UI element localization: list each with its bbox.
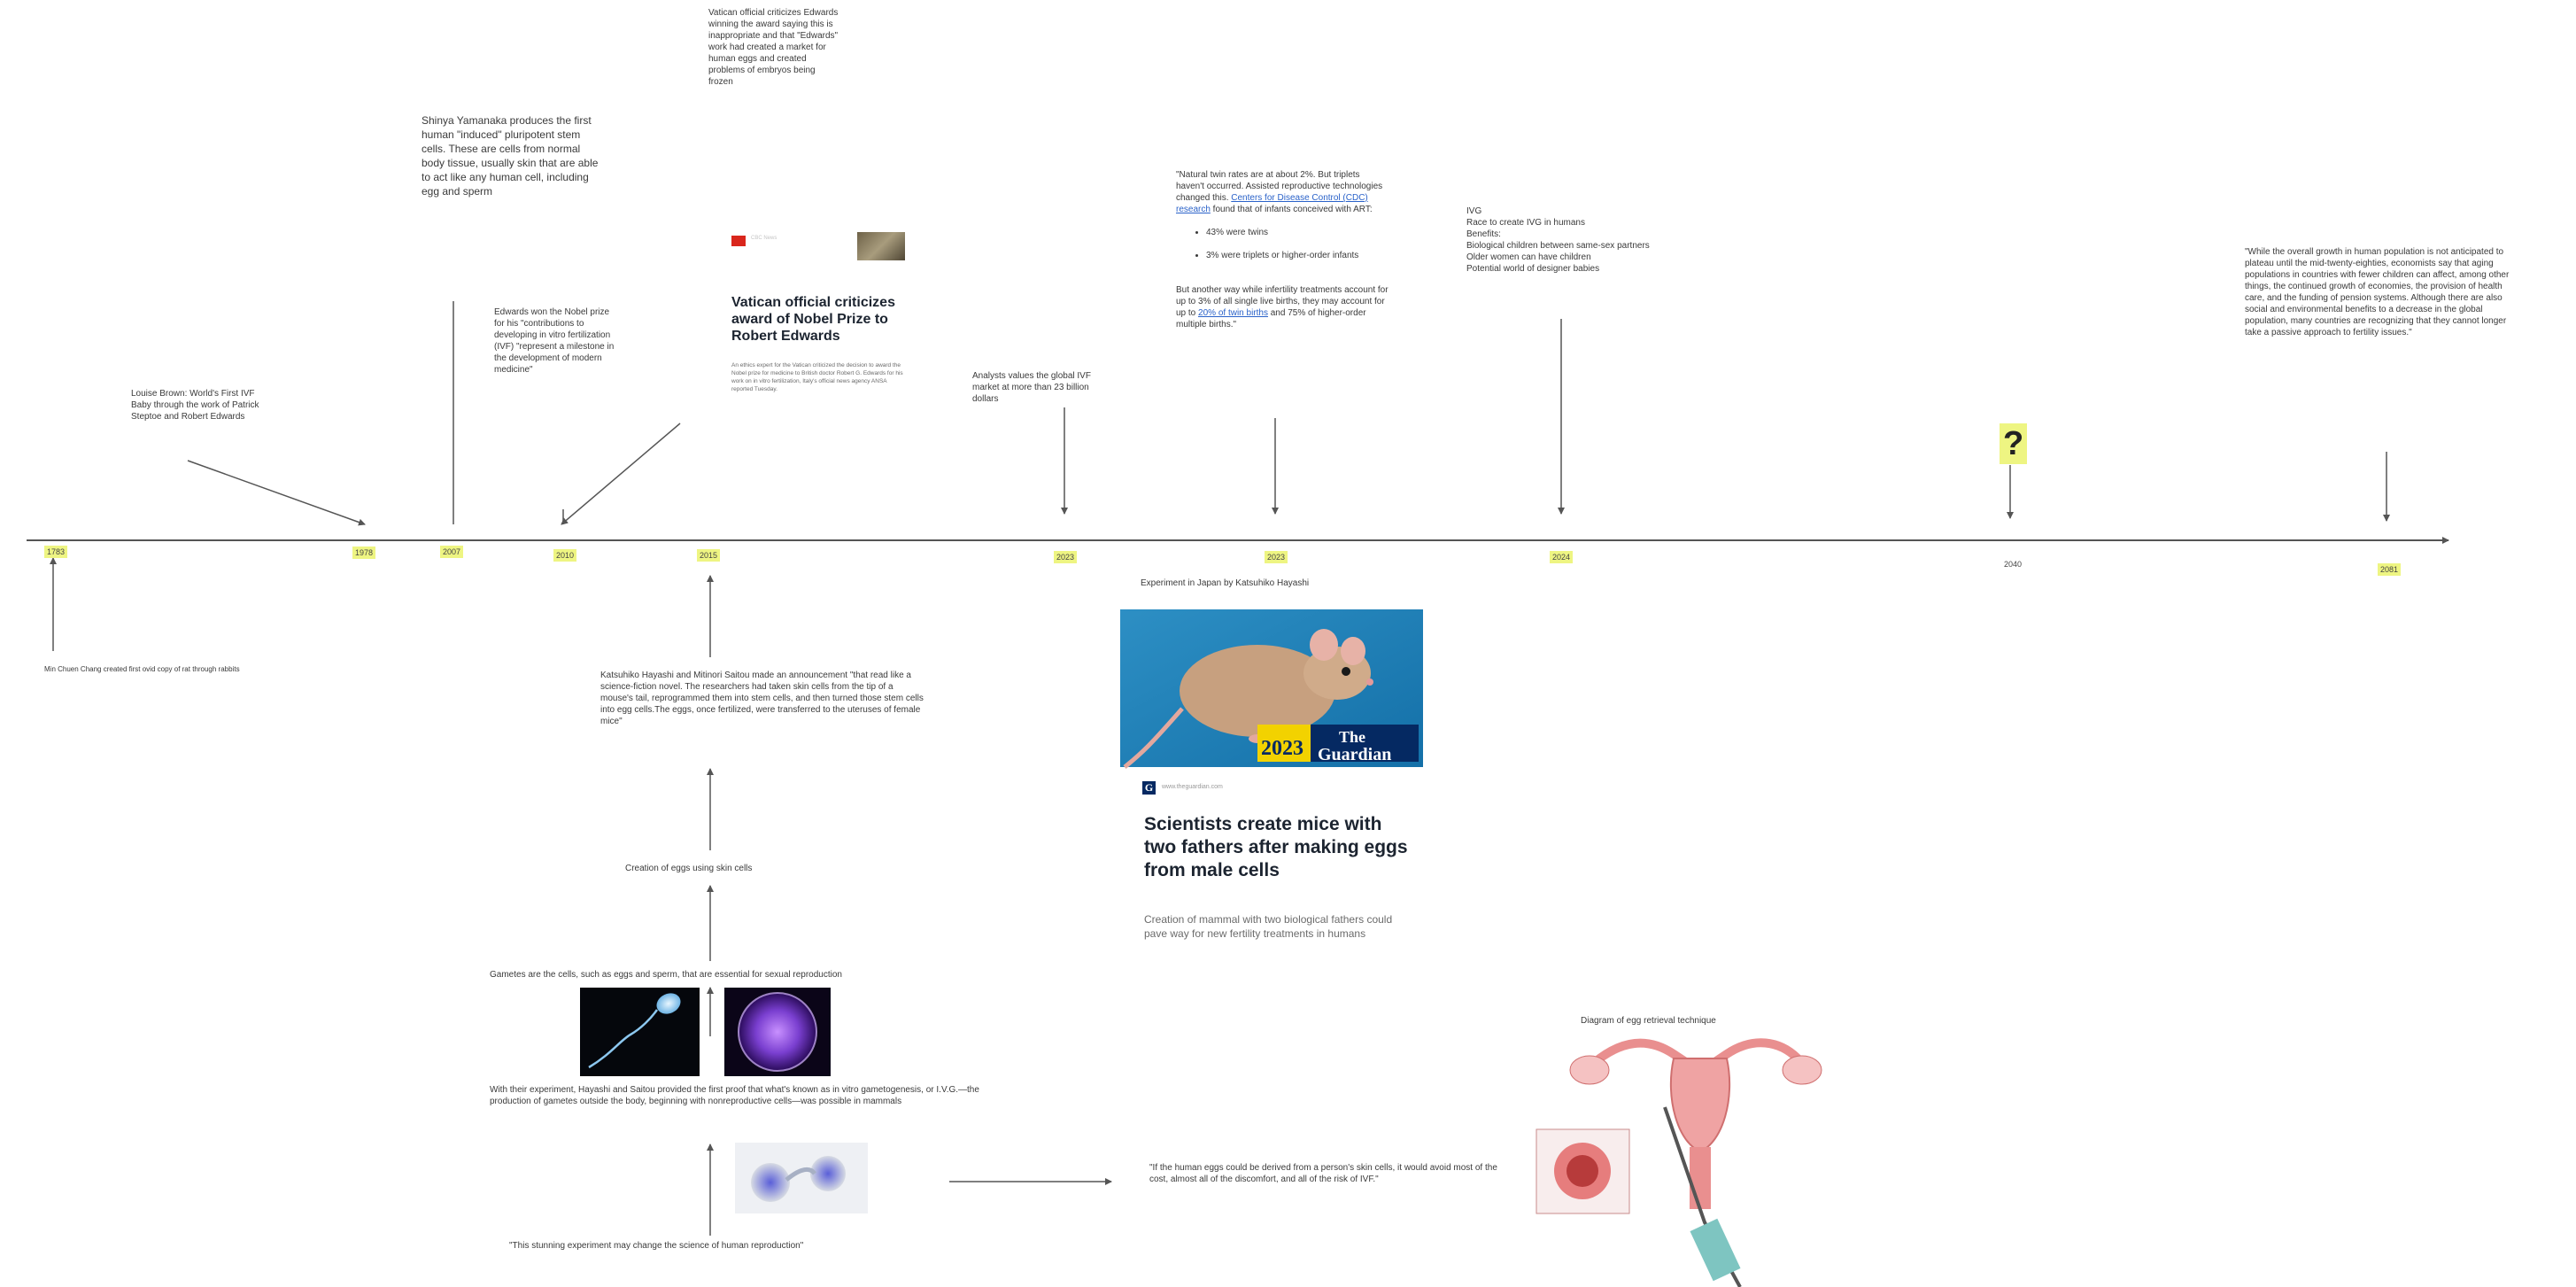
guardian-badge-brand-2: Guardian bbox=[1318, 745, 1391, 764]
year-label-3: 2007 bbox=[440, 546, 464, 558]
year-label-2: 1978 bbox=[352, 547, 376, 559]
note-louise-brown: Louise Brown: World's First IVF Baby thr… bbox=[131, 389, 259, 422]
note-yamanaka: Shinya Yamanaka produces the first human… bbox=[422, 114, 599, 198]
stem-cell-photo bbox=[735, 1143, 868, 1213]
guardian-g-icon: G bbox=[1142, 781, 1156, 795]
guardian-news-card[interactable]: G www.theguardian.com Scientists create … bbox=[1142, 778, 1435, 964]
vatican-news-card[interactable]: CBC News Vatican official criticizes awa… bbox=[731, 229, 909, 441]
egg-cell-photo bbox=[724, 988, 831, 1076]
card-source: CBC News bbox=[751, 236, 777, 241]
note-stunning: "This stunning experiment may change the… bbox=[509, 1241, 804, 1251]
sperm-photo bbox=[580, 988, 700, 1076]
mouse-photo bbox=[1120, 609, 1423, 769]
twin-rates-intro: "Natural twin rates are at about 2%. But… bbox=[1176, 170, 1383, 203]
note-creation-eggs: Creation of eggs using skin cells bbox=[625, 864, 753, 873]
arrow-vatican bbox=[561, 423, 681, 525]
cbc-logo-icon bbox=[731, 236, 746, 246]
twin-bullet-1: 43% were twins bbox=[1206, 227, 1389, 238]
card-body: An ethics expert for the Vatican critici… bbox=[731, 362, 903, 392]
uterus-diagram bbox=[1536, 1038, 1822, 1287]
twin-rates-after: found that of infants conceived with ART… bbox=[1210, 205, 1373, 214]
card-title: Scientists create mice with two fathers … bbox=[1144, 814, 1408, 880]
guardian-badge-brand-1: The bbox=[1339, 728, 1365, 746]
cdc-research-link[interactable]: Centers for Disease Control (CDC) resear… bbox=[1176, 193, 1368, 214]
card-title: Vatican official criticizes award of Nob… bbox=[731, 295, 895, 344]
note-egg-retrieval: Diagram of egg retrieval technique bbox=[1581, 1016, 1716, 1026]
note-ivg-proof: With their experiment, Hayashi and Saito… bbox=[490, 1085, 979, 1106]
year-label-1: 1783 bbox=[44, 546, 68, 558]
year-label-6: 2023 bbox=[1054, 551, 1078, 563]
year-label-5: 2015 bbox=[697, 549, 721, 562]
year-label-9: 2040 bbox=[2004, 560, 2023, 569]
arrow-louise-brown bbox=[187, 460, 366, 526]
note-twin-rates: "Natural twin rates are at about 2%. But… bbox=[1176, 158, 1389, 330]
note-ivg: IVG Race to create IVG in humans Benefit… bbox=[1466, 206, 1650, 274]
year-label-10: 2081 bbox=[2378, 563, 2402, 576]
card-body: Creation of mammal with two biological f… bbox=[1144, 913, 1393, 940]
card-thumbnail bbox=[857, 232, 905, 260]
twin-bullets: 43% were twins 3% were triplets or highe… bbox=[1176, 215, 1389, 273]
note-edwards-nobel: Edwards won the Nobel prize for his "con… bbox=[494, 307, 615, 375]
note-japan-experiment: Experiment in Japan by Katsuhiko Hayashi bbox=[1141, 578, 1310, 588]
year-label-8: 2024 bbox=[1550, 551, 1574, 563]
note-chang: Min Chuen Chang created first ovid copy … bbox=[44, 665, 240, 673]
note-analysts: Analysts values the global IVF market at… bbox=[972, 371, 1091, 404]
question-mark: ? bbox=[2000, 423, 2028, 464]
note-population: "While the overall growth in human popul… bbox=[2245, 247, 2510, 337]
card-source: www.theguardian.com bbox=[1162, 784, 1223, 790]
note-skin-cells-quote: "If the human eggs could be derived from… bbox=[1149, 1163, 1497, 1184]
twin-births-link[interactable]: 20% of twin births bbox=[1198, 308, 1268, 318]
note-gametes: Gametes are the cells, such as eggs and … bbox=[490, 970, 842, 980]
note-hayashi: Katsuhiko Hayashi and Mitinori Saitou ma… bbox=[600, 671, 924, 726]
twin-rates-end: and 75% of higher-order multiple births.… bbox=[1176, 308, 1366, 330]
note-vatican: Vatican official criticizes Edwards winn… bbox=[708, 8, 839, 87]
year-label-4: 2010 bbox=[553, 549, 577, 562]
twin-rates-more: But another way while infertility treatm… bbox=[1176, 285, 1389, 318]
twin-bullet-2: 3% were triplets or higher-order infants bbox=[1206, 250, 1389, 261]
year-label-7: 2023 bbox=[1265, 551, 1288, 563]
guardian-badge-year: 2023 bbox=[1261, 737, 1303, 760]
